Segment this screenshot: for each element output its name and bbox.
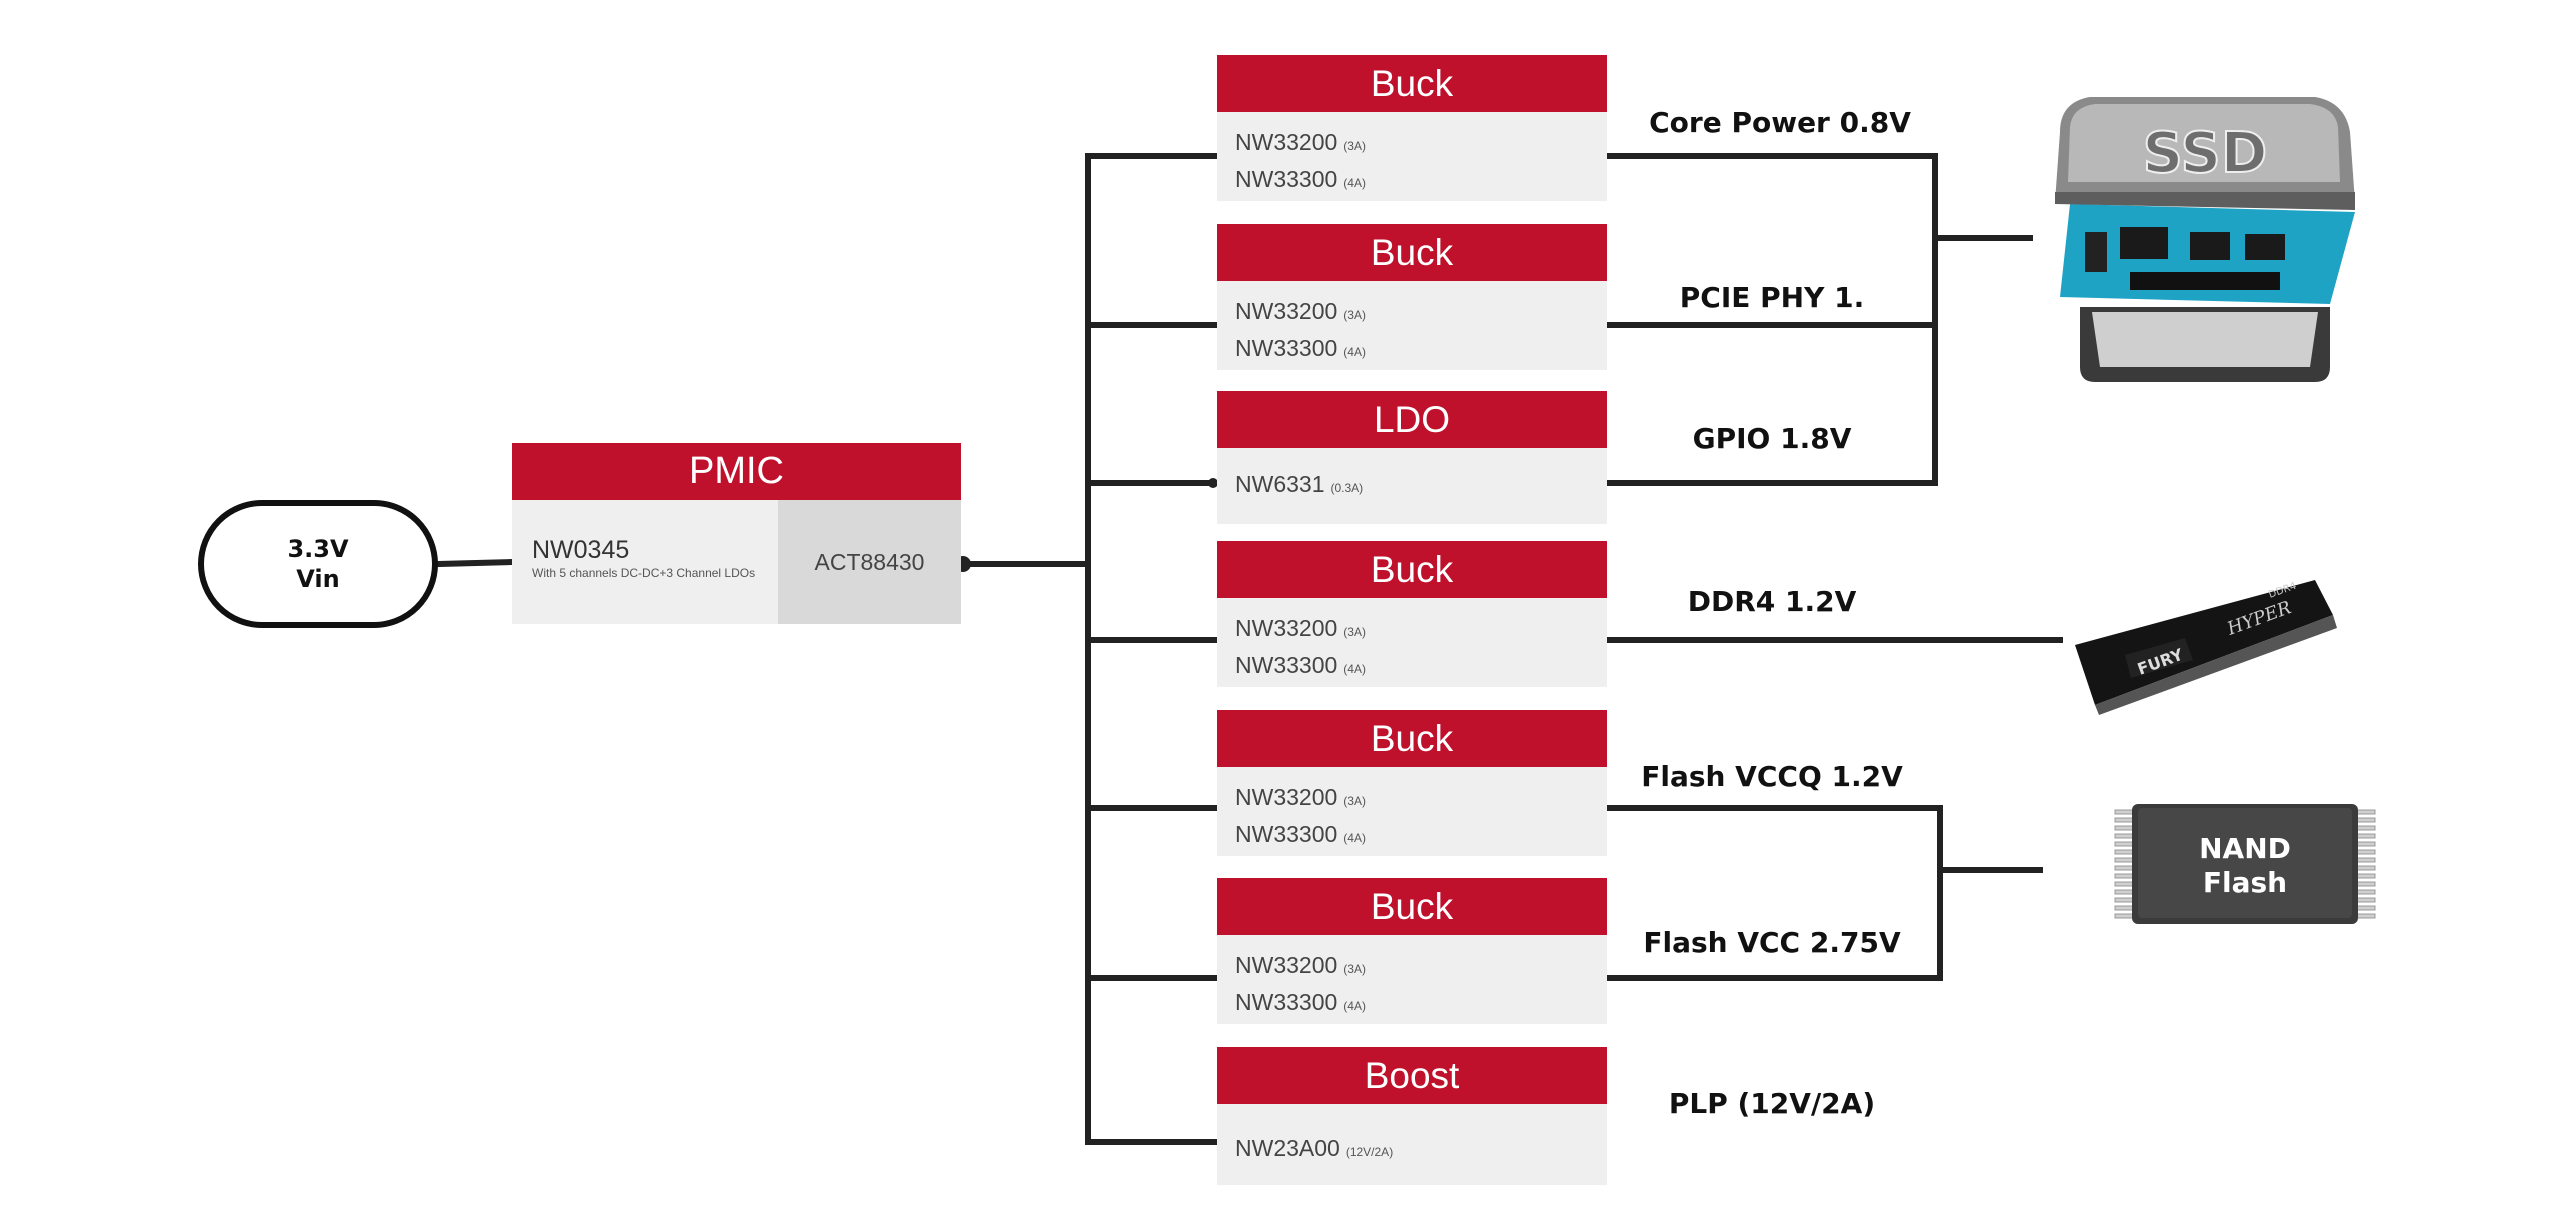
- part-name: NW6331: [1235, 471, 1325, 497]
- regulator-type: Buck: [1217, 710, 1607, 767]
- vin-label: Vin: [296, 565, 340, 593]
- regulator-type: Buck: [1217, 224, 1607, 281]
- regulator-type: Buck: [1217, 878, 1607, 935]
- part-name: NW33200: [1235, 784, 1338, 810]
- regulator-part: NW33200 (3A): [1235, 126, 1607, 163]
- rail-label: PLP (12V/2A): [1668, 1087, 1876, 1120]
- pmic-chip-name: NW0345: [532, 536, 630, 564]
- regulator-card: Buck NW33200 (3A) NW33300 (4A): [1217, 878, 1607, 1024]
- part-name: NW33300: [1235, 166, 1338, 192]
- rail-label: Flash VCCQ 1.2V: [1641, 760, 1903, 793]
- part-current: (4A): [1343, 999, 1366, 1013]
- ssd-image: SSD: [2055, 97, 2355, 382]
- part-current: (4A): [1343, 176, 1366, 190]
- regulator-part: NW33200 (3A): [1235, 949, 1607, 986]
- nand-line2: Flash: [2203, 866, 2287, 899]
- regulator-card: Buck NW33200 (3A) NW33300 (4A): [1217, 541, 1607, 687]
- regulator-card: Buck NW33200 (3A) NW33300 (4A): [1217, 55, 1607, 201]
- regulator-card: LDO NW6331 (0.3A): [1217, 391, 1607, 524]
- vin-value: 3.3V: [287, 535, 349, 563]
- rail-label: GPIO 1.8V: [1692, 422, 1852, 455]
- part-current: (12V/2A): [1345, 1145, 1394, 1159]
- wire-vin-pmic: [434, 558, 516, 568]
- part-current: (4A): [1343, 662, 1366, 676]
- regulator-part: NW33300 (4A): [1235, 163, 1607, 200]
- part-name: NW33200: [1235, 129, 1338, 155]
- part-current: (0.3A): [1330, 481, 1364, 495]
- part-current: (3A): [1343, 962, 1366, 976]
- regulator-card: Boost NW23A00 (12V/2A): [1217, 1047, 1607, 1185]
- rail-label: PCIE PHY 1.: [1679, 281, 1865, 314]
- rail-label: Flash VCC 2.75V: [1643, 926, 1901, 959]
- part-current: (3A): [1343, 139, 1366, 153]
- part-current: (3A): [1343, 794, 1366, 808]
- regulator-type: Buck: [1217, 541, 1607, 598]
- regulator-part: NW33300 (4A): [1235, 649, 1607, 686]
- part-name: NW23A00: [1235, 1135, 1340, 1161]
- part-name: NW33200: [1235, 952, 1338, 978]
- part-current: (3A): [1343, 308, 1366, 322]
- regulator-type: Buck: [1217, 55, 1607, 112]
- part-name: NW33300: [1235, 335, 1338, 361]
- regulator-type: LDO: [1217, 391, 1607, 448]
- part-current: (3A): [1343, 625, 1366, 639]
- regulator-part: NW6331 (0.3A): [1235, 468, 1607, 505]
- rail-label: DDR4 1.2V: [1687, 585, 1857, 618]
- regulator-card: Buck NW33200 (3A) NW33300 (4A): [1217, 224, 1607, 370]
- part-name: NW33200: [1235, 298, 1338, 324]
- ssd-label: SSD: [2143, 121, 2268, 186]
- part-name: NW33300: [1235, 652, 1338, 678]
- regulator-part: NW33200 (3A): [1235, 781, 1607, 818]
- vin-source: 3.3V Vin: [198, 500, 438, 628]
- part-name: NW33300: [1235, 821, 1338, 847]
- part-name: NW33200: [1235, 615, 1338, 641]
- regulator-part: NW33300 (4A): [1235, 332, 1607, 369]
- part-current: (4A): [1343, 831, 1366, 845]
- pmic-main-chip: NW0345 With 5 channels DC-DC+3 Channel L…: [512, 500, 778, 624]
- regulator-part: NW23A00 (12V/2A): [1235, 1132, 1607, 1169]
- regulator-part: NW33200 (3A): [1235, 612, 1607, 649]
- pmic-title: PMIC: [512, 443, 961, 500]
- part-current: (4A): [1343, 345, 1366, 359]
- rail-label: Core Power 0.8V: [1649, 106, 1911, 139]
- dram-image: FURY HYPER DDR4: [2075, 580, 2337, 715]
- nand-line1: NAND: [2199, 832, 2291, 865]
- regulator-part: NW33200 (3A): [1235, 295, 1607, 332]
- pmic-chip-description: With 5 channels DC-DC+3 Channel LDOs: [532, 566, 756, 580]
- nand-image: NAND Flash: [2114, 804, 2376, 924]
- regulator-part: NW33300 (4A): [1235, 818, 1607, 855]
- regulator-type: Boost: [1217, 1047, 1607, 1104]
- pmic-block: PMIC NW0345 With 5 channels DC-DC+3 Chan…: [512, 443, 961, 624]
- pmic-partner-chip: ACT88430: [778, 500, 961, 624]
- regulator-part: NW33300 (4A): [1235, 986, 1607, 1023]
- regulator-card: Buck NW33200 (3A) NW33300 (4A): [1217, 710, 1607, 856]
- part-name: NW33300: [1235, 989, 1338, 1015]
